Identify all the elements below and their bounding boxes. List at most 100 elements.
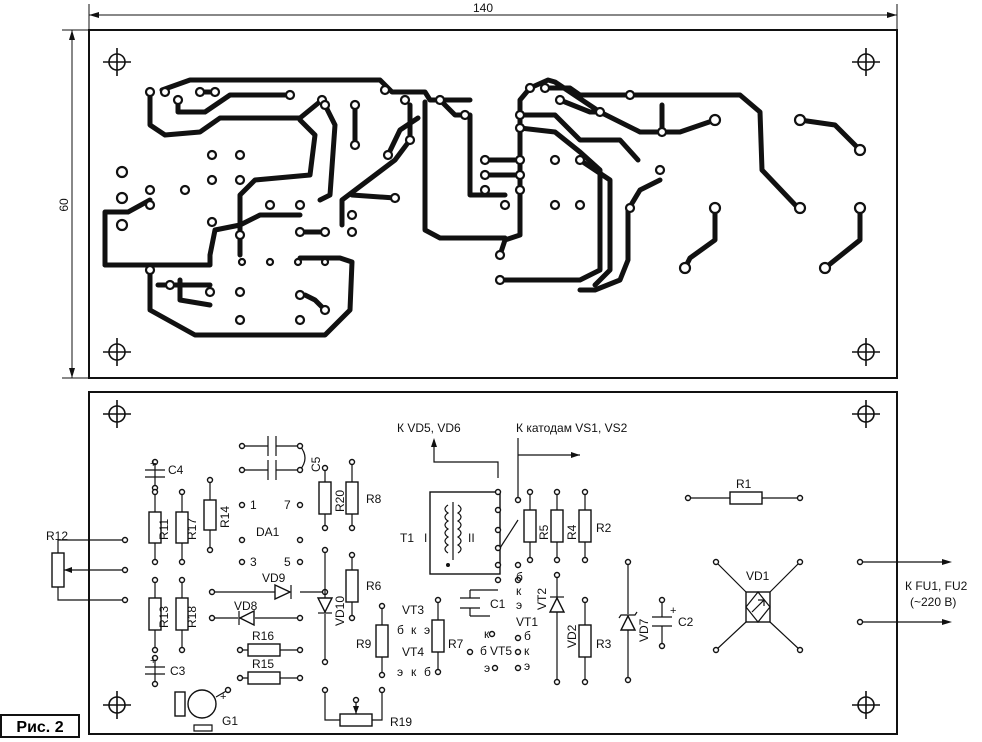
svg-text:3: 3 <box>250 555 257 569</box>
vd1-bridge: VD1 <box>712 558 804 654</box>
vt2-label: VT2 <box>535 588 549 610</box>
r15-resistor: R15 <box>236 657 304 685</box>
r12-label: R12 <box>46 529 68 543</box>
figure-label: Рис. 2 <box>0 714 80 738</box>
copper-traces <box>102 77 863 338</box>
mounting-holes-bottom <box>103 400 880 719</box>
g1-label: G1 <box>222 714 238 728</box>
vt4-label: VT4 <box>402 645 424 659</box>
svg-text:+: + <box>220 691 226 703</box>
vd2-label: VD2 <box>565 624 579 648</box>
width-label: 140 <box>473 1 493 15</box>
r9-label: R9 <box>356 637 372 651</box>
height-dimension: 60 <box>57 29 89 379</box>
da1-chip: 1 7 DA1 3 5 <box>238 498 304 569</box>
r7-resistor: R7 <box>431 596 464 676</box>
svg-text:к: к <box>411 665 417 679</box>
vd10-label: VD10 <box>333 596 347 626</box>
vd2-diode: VD2 <box>548 571 579 686</box>
vd7-zener: VD7 <box>618 558 651 684</box>
svg-text:5: 5 <box>284 555 291 569</box>
svg-text:э: э <box>424 623 430 637</box>
r5-label: R5 <box>537 524 551 540</box>
svg-text:к: к <box>524 644 530 658</box>
vt1-transistor: VT1 б к э <box>514 615 538 673</box>
vd10-diode: VD10 <box>316 546 347 666</box>
r13-label: R13 <box>157 606 171 628</box>
r17-resistor: R17 <box>175 488 199 566</box>
r9-resistor: R9 <box>356 602 389 679</box>
g1-buzzer: + G1 <box>174 686 238 732</box>
svg-text:э: э <box>397 665 403 679</box>
svg-text:б: б <box>524 629 531 643</box>
c5-capacitor: C5 <box>238 436 323 480</box>
r17-label: R17 <box>185 518 199 540</box>
svg-text:к: к <box>484 627 490 641</box>
vd9-diode: VD9 <box>208 571 329 601</box>
vd5-vd6-connection: К VD5, VD6 <box>397 421 499 478</box>
vd9-label: VD9 <box>262 571 286 585</box>
svg-text:э: э <box>516 598 522 612</box>
da1-label: DA1 <box>256 525 280 539</box>
width-dimension: 140 <box>88 1 898 30</box>
t1-transformer: T1 I II <box>400 488 522 584</box>
vt1-label: VT1 <box>516 615 538 629</box>
c2-capacitor: + C2 <box>652 596 694 650</box>
c2-label: C2 <box>678 615 694 629</box>
r13-resistor: R13 <box>148 576 171 654</box>
r6-label: R6 <box>366 579 382 593</box>
height-label: 60 <box>57 198 71 212</box>
vd8-label: VD8 <box>234 599 258 613</box>
pcb-copper-side <box>88 29 898 379</box>
svg-text:б: б <box>480 644 487 658</box>
svg-text:+: + <box>150 655 156 667</box>
c3-label: C3 <box>170 664 186 678</box>
vd8-diode: VD8 <box>208 599 304 627</box>
r19-trimmer: R19 <box>321 686 412 729</box>
svg-text:б: б <box>397 623 404 637</box>
vd1-label: VD1 <box>746 569 770 583</box>
r20-resistor: R20 <box>318 464 347 532</box>
c1-capacitor: C1 <box>460 589 506 617</box>
r16-resistor: R16 <box>236 629 304 657</box>
cathodes-connection: К катодам VS1, VS2 <box>516 421 628 500</box>
vt3-label: VT3 <box>402 603 424 617</box>
r8-label: R8 <box>366 492 382 506</box>
svg-text:I: I <box>424 531 427 545</box>
svg-text:э: э <box>524 659 530 673</box>
vt4-transistor: VT4 э к б <box>397 645 431 679</box>
fuses-label: К FU1, FU2 <box>905 579 968 593</box>
r1-label: R1 <box>736 477 752 491</box>
c3-capacitor: C3 + <box>145 654 186 688</box>
mains-connection: К FU1, FU2 (~220 В) <box>856 558 968 626</box>
r19-label: R19 <box>390 715 412 729</box>
svg-text:II: II <box>468 531 475 545</box>
svg-text:к: к <box>516 584 522 598</box>
r6-resistor: R6 <box>345 551 382 622</box>
vt5-label: VT5 <box>490 644 512 658</box>
r12-potentiometer: R12 <box>46 529 129 604</box>
r8-resistor: R8 <box>345 458 382 532</box>
r11-label: R11 <box>157 519 171 540</box>
r3-resistor: R3 <box>578 596 612 686</box>
t1-label: T1 <box>400 531 414 545</box>
svg-text:к: к <box>411 623 417 637</box>
copper-pads <box>115 82 867 326</box>
vt5-transistor: к б VT5 э <box>466 627 512 675</box>
r14-label: R14 <box>218 506 232 528</box>
r5-resistor: R5 <box>523 488 551 564</box>
r18-label: R18 <box>185 606 199 628</box>
r7-label: R7 <box>448 637 464 651</box>
voltage-label: (~220 В) <box>910 595 956 609</box>
svg-text:7: 7 <box>284 498 291 512</box>
c4-label: C4 <box>168 463 184 477</box>
r3-label: R3 <box>596 637 612 651</box>
vt3-transistor: VT3 б к э <box>397 603 430 637</box>
r11-resistor: R11 <box>148 488 171 566</box>
svg-text:э: э <box>484 661 490 675</box>
r4-resistor: R4 <box>550 488 579 564</box>
r1-resistor: R1 <box>684 477 804 505</box>
r20-label: R20 <box>333 490 347 512</box>
r15-label: R15 <box>252 657 274 671</box>
